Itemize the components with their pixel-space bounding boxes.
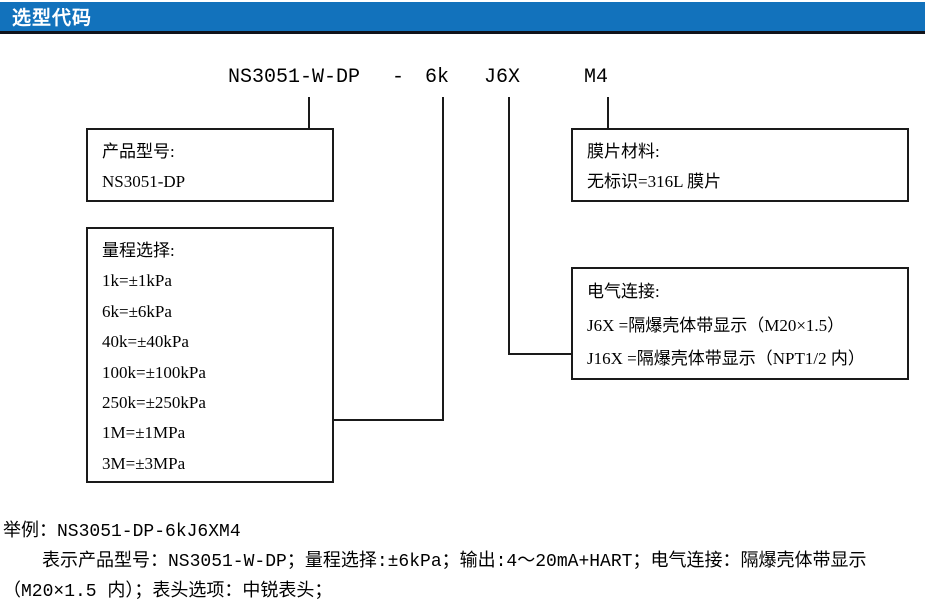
example-line-3: （M20×1.5 内）；表头选项：中锐表头； — [3, 582, 333, 602]
code-segment-dash: - — [392, 66, 405, 89]
connector-electrical-horizontal — [508, 353, 573, 355]
range-option: 40k=±40kPa — [102, 332, 189, 352]
product-model-box: 产品型号: NS3051-DP — [86, 128, 334, 202]
diaphragm-material-title: 膜片材料: — [587, 142, 660, 161]
range-selection-box: 量程选择: 1k=±1kPa 6k=±6kPa 40k=±40kPa 100k=… — [86, 227, 334, 483]
section-header-bar: 选型代码 — [0, 2, 925, 34]
connector-model-vertical — [308, 97, 310, 128]
connector-material-vertical — [607, 97, 609, 128]
product-model-title: 产品型号: — [102, 142, 175, 161]
connector-range-vertical — [442, 97, 444, 421]
section-title: 选型代码 — [12, 8, 93, 29]
model-code-line: NS3051-W-DP - 6k J6X M4 — [0, 66, 925, 92]
range-option: 1k=±1kPa — [102, 271, 172, 291]
range-selection-title: 量程选择: — [102, 241, 175, 260]
electrical-option: J16X =隔爆壳体带显示（NPT1/2 内） — [587, 349, 865, 368]
code-segment-display: M4 — [584, 66, 609, 89]
code-segment-range: 6k — [425, 66, 450, 89]
diaphragm-material-box: 膜片材料: 无标识=316L 膜片 — [571, 128, 909, 202]
connector-range-horizontal — [334, 419, 444, 421]
range-option: 1M=±1MPa — [102, 423, 186, 443]
electrical-option: J6X =隔爆壳体带显示（M20×1.5） — [587, 315, 845, 335]
example-line-2: 表示产品型号：NS3051-W-DP；量程选择:±6kPa；输出:4～20mA+… — [42, 552, 867, 572]
electrical-connection-title: 电气连接: — [587, 282, 660, 301]
range-option: 250k=±250kPa — [102, 393, 206, 413]
connector-electrical-vertical — [508, 97, 510, 355]
electrical-connection-box: 电气连接: J6X =隔爆壳体带显示（M20×1.5） J16X =隔爆壳体带显… — [571, 267, 909, 380]
code-segment-electrical: J6X — [484, 66, 521, 89]
code-segment-model: NS3051-W-DP — [228, 66, 361, 89]
range-option: 6k=±6kPa — [102, 301, 172, 321]
range-option: 100k=±100kPa — [102, 362, 206, 382]
product-model-value: NS3051-DP — [102, 172, 186, 191]
range-option: 3M=±3MPa — [102, 453, 186, 473]
example-line-1: 举例：NS3051-DP-6kJ6XM4 — [3, 522, 241, 542]
diaphragm-material-value: 无标识=316L 膜片 — [587, 172, 722, 191]
